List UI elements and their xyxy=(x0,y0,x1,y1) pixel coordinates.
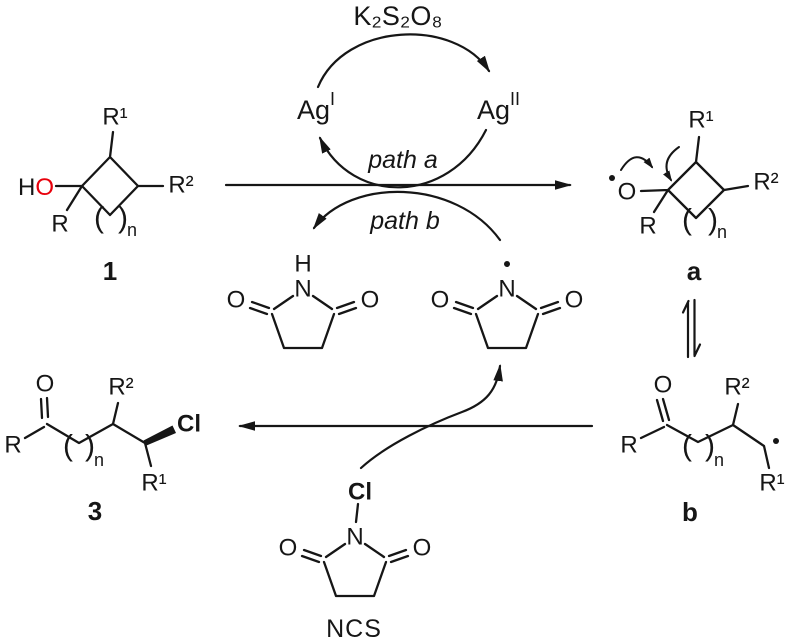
nitrogen-radical-dot xyxy=(504,261,510,267)
ncs-molecule: Cl N O O xyxy=(279,479,432,598)
succinimide-radical: N O O xyxy=(431,261,584,350)
path-a-label: path a xyxy=(367,146,438,174)
persulfate-oxidation-arrow xyxy=(316,33,491,89)
oxygen-label-left: O xyxy=(279,535,298,562)
compound-b-skeleton xyxy=(639,397,771,470)
path-a-arrow xyxy=(318,128,488,189)
chain-subscript: n xyxy=(714,450,724,470)
chlorine-label: Cl xyxy=(177,411,201,438)
chain-subscript: n xyxy=(94,450,104,470)
compound-b-letter: b xyxy=(682,497,698,527)
nitrogen-label: N xyxy=(294,276,311,303)
r1-group-label: R¹ xyxy=(102,104,127,131)
oxygen-radical-dot xyxy=(609,175,615,181)
compound-a-letter: a xyxy=(687,256,702,286)
r1-group-label: R¹ xyxy=(688,107,713,134)
ncs-caption: NCS xyxy=(326,615,382,643)
oxygen-label-left: O xyxy=(431,287,450,314)
r2-group-label: R² xyxy=(168,172,193,199)
wedge-bond-to-chlorine xyxy=(143,425,176,446)
oxygen-label-right: O xyxy=(413,535,432,562)
ring-size-subscript: n xyxy=(127,220,137,240)
compound-a: O R¹ R² R ( ) n a xyxy=(609,107,779,286)
r2-group-label: R² xyxy=(724,374,749,401)
carbon-radical-dot xyxy=(773,438,779,444)
catalytic-cycle: K₂S₂O₈ AgI AgII path a path b xyxy=(224,1,572,242)
paren-close: ) xyxy=(118,202,128,235)
hydroxyl-label: HO xyxy=(18,174,54,201)
compound-1: HO R¹ R² R ( ) n 1 xyxy=(18,104,194,287)
nitrogen-label: N xyxy=(498,276,515,303)
compound-3: O R R² R¹ Cl ( ) n 3 xyxy=(4,371,201,527)
alkoxy-oxygen-label: O xyxy=(618,179,637,206)
compound-1-skeleton xyxy=(54,130,165,217)
compound-1-number: 1 xyxy=(103,256,117,286)
paren-open: ( xyxy=(682,430,692,463)
r1-group-label: R¹ xyxy=(759,470,784,497)
compound-3-number: 3 xyxy=(88,496,102,526)
r-group-label: R xyxy=(51,211,68,238)
paren-open: ( xyxy=(94,202,104,235)
paren-close: ) xyxy=(705,430,715,463)
succinimide-radical-skeleton xyxy=(452,294,562,350)
bond-homolysis-arrow xyxy=(663,146,680,182)
succinimide-nh-skeleton xyxy=(248,294,358,350)
compound-3-skeleton xyxy=(23,396,153,468)
oxidant-formula: K₂S₂O₈ xyxy=(353,1,442,31)
paren-close: ) xyxy=(708,204,718,237)
paren-open: ( xyxy=(682,204,692,237)
silver-i-label: AgI xyxy=(297,89,335,125)
carbonyl-oxygen-label: O xyxy=(654,372,673,399)
path-b-label: path b xyxy=(369,207,440,235)
chlorine-label: Cl xyxy=(348,479,372,506)
carbonyl-oxygen-label: O xyxy=(36,371,55,398)
r-group-label: R xyxy=(4,432,21,459)
compound-a-skeleton xyxy=(639,135,750,220)
oxygen-label-left: O xyxy=(227,287,246,314)
path-b-arrow xyxy=(312,190,502,242)
silver-ii-label: AgII xyxy=(477,89,520,125)
paren-close: ) xyxy=(85,430,95,463)
r2-group-label: R² xyxy=(108,374,133,401)
imide-h-label: H xyxy=(294,251,311,278)
compound-b: O R R² R¹ ( ) n b xyxy=(620,372,784,528)
chlorine-transfer-arrow xyxy=(359,364,503,470)
oxygen-label-right: O xyxy=(361,287,380,314)
succinimide-nh: H N O O xyxy=(227,251,380,350)
r-group-label: R xyxy=(620,432,637,459)
paren-open: ( xyxy=(63,430,73,463)
r2-group-label: R² xyxy=(753,169,778,196)
r-group-label: R xyxy=(639,213,656,240)
ring-size-subscript: n xyxy=(717,222,727,242)
nitrogen-chlorine-bond xyxy=(354,502,360,524)
ncs-skeleton xyxy=(300,542,410,598)
electron-push-arrow xyxy=(620,156,654,171)
oxygen-label-right: O xyxy=(565,287,584,314)
equilibrium-arrow xyxy=(681,298,702,359)
r1-group-label: R¹ xyxy=(141,470,166,497)
nitrogen-label: N xyxy=(346,524,363,551)
